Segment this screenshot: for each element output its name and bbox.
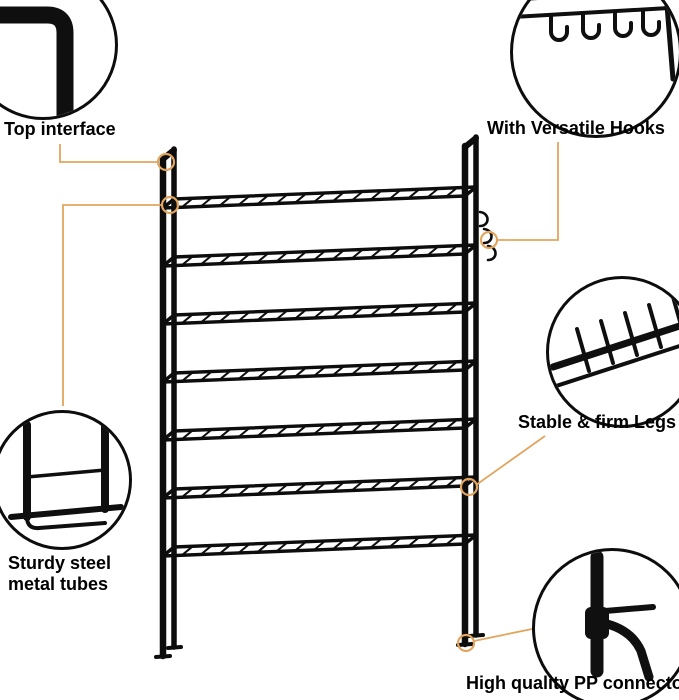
shelf-slats-icon	[549, 295, 679, 389]
label-steel-tubes: Sturdy steel metal tubes	[8, 553, 112, 595]
label-top-interface: Top interface	[4, 119, 116, 139]
rack-frame	[154, 134, 485, 660]
detail-circle-pp-connector	[532, 548, 679, 700]
tube-corner-icon	[0, 6, 74, 117]
tube-frame-icon	[8, 421, 124, 531]
detail-circle-stable-legs	[546, 276, 679, 428]
callout-connectors	[59, 142, 559, 642]
label-versatile-hooks: With Versatile Hooks	[487, 118, 665, 138]
label-stable-legs: Stable & firm Legs	[518, 412, 677, 432]
detail-circle-versatile-hooks	[510, 0, 679, 138]
hooks-icon	[513, 0, 676, 82]
side-hooks	[478, 210, 497, 262]
highlight-rings	[156, 152, 499, 653]
rack-shelves	[161, 185, 478, 558]
label-pp-connector: High quality PP connecto	[466, 673, 679, 693]
detail-circle-steel-tubes	[0, 410, 132, 550]
pp-connector-icon	[585, 551, 656, 682]
